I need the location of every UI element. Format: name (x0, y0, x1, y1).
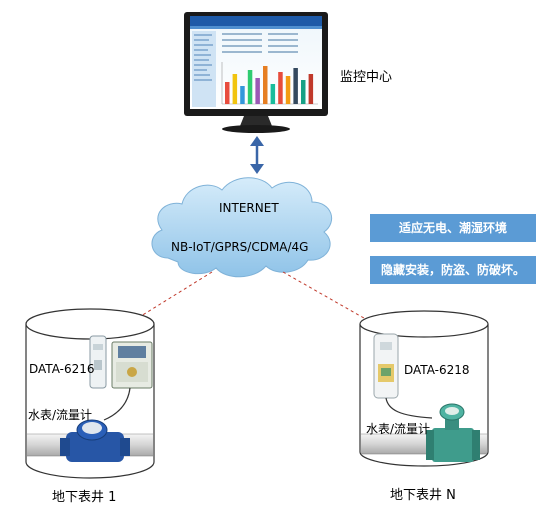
monitor-bar (263, 66, 268, 104)
monitor-bar (232, 74, 238, 104)
monitor-bar (270, 84, 276, 104)
monitor-bar (240, 86, 245, 104)
network-cloud (151, 177, 333, 278)
meter-label-well-1: 水表/流量计 (28, 408, 93, 422)
data-6218-device (373, 333, 433, 419)
monitor-bar (225, 82, 230, 104)
monitor-center-caption: 监控中心 (340, 70, 393, 85)
monitor-bar (255, 78, 260, 104)
network-label: NB-IoT/GPRS/CDMA/4G (171, 240, 309, 254)
monitor-bar (301, 80, 306, 104)
feature-badge-power: 适应无电、潮湿环境 (370, 214, 536, 242)
meter-label-well-n: 水表/流量计 (366, 422, 431, 436)
data-6216-device (89, 335, 153, 421)
monitor-bar (247, 70, 253, 104)
flow-meter-icon (426, 403, 480, 462)
monitor-bar (308, 74, 314, 104)
monitor-icon (184, 12, 328, 116)
well-n-caption: 地下表井 N (390, 488, 456, 503)
internet-label: INTERNET (219, 201, 279, 215)
monitor-chart-bars (225, 66, 314, 104)
feature-badge-security: 隐藏安装，防盗、防破坏。 (370, 256, 536, 284)
device-label-well-n: DATA-6218 (404, 363, 470, 377)
link-arrow (250, 136, 264, 174)
monitor-bar (278, 72, 283, 104)
monitor-bar (293, 68, 298, 104)
monitor-stand (222, 116, 290, 133)
monitor-bar (285, 76, 291, 104)
water-meter-icon (60, 419, 130, 462)
well-1-caption: 地下表井 1 (52, 490, 117, 505)
device-label-well-1: DATA-6216 (29, 362, 95, 376)
